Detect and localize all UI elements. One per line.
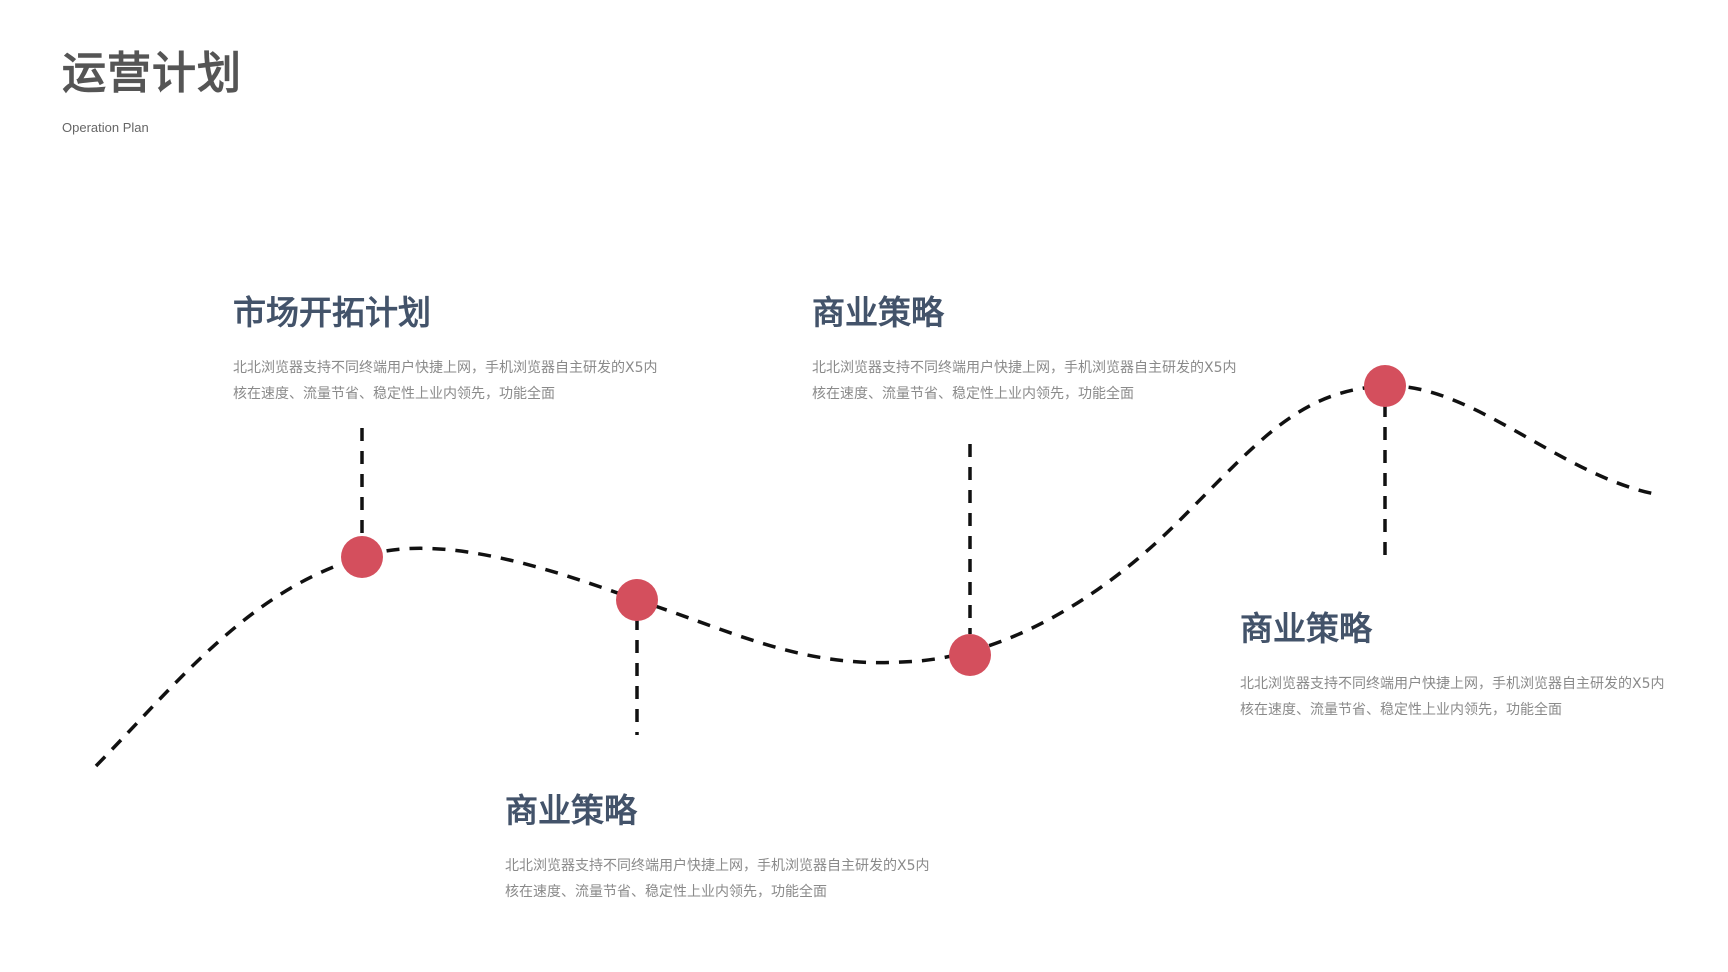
- milestone-desc-line: 核在速度、流量节省、稳定性上业内领先，功能全面: [505, 884, 827, 900]
- timeline-curve: [94, 384, 1656, 768]
- milestone-block-4: 商业策略 北北浏览器支持不同终端用户快捷上网，手机浏览器自主研发的X5内 核在速…: [1240, 612, 1665, 723]
- milestone-title: 商业策略: [505, 791, 637, 830]
- milestone-marker-2: [616, 579, 658, 621]
- milestone-marker-4: [1364, 365, 1406, 407]
- milestone-block-2: 商业策略 北北浏览器支持不同终端用户快捷上网，手机浏览器自主研发的X5内 核在速…: [505, 794, 930, 905]
- milestone-title: 市场开拓计划: [233, 293, 431, 332]
- milestone-title: 商业策略: [1240, 609, 1372, 648]
- milestone-desc-line: 北北浏览器支持不同终端用户快捷上网，手机浏览器自主研发的X5内: [233, 360, 658, 376]
- milestone-marker-3: [949, 634, 991, 676]
- milestone-desc-line: 核在速度、流量节省、稳定性上业内领先，功能全面: [812, 386, 1134, 402]
- milestone-desc-line: 北北浏览器支持不同终端用户快捷上网，手机浏览器自主研发的X5内: [812, 360, 1237, 376]
- milestone-desc-line: 核在速度、流量节省、稳定性上业内领先，功能全面: [233, 386, 555, 402]
- page-subtitle: Operation Plan: [62, 120, 149, 135]
- page-title: 运营计划: [62, 48, 242, 99]
- milestone-block-3: 商业策略 北北浏览器支持不同终端用户快捷上网，手机浏览器自主研发的X5内 核在速…: [812, 296, 1237, 407]
- milestone-desc-line: 核在速度、流量节省、稳定性上业内领先，功能全面: [1240, 702, 1562, 718]
- milestone-title: 商业策略: [812, 293, 944, 332]
- milestone-desc-line: 北北浏览器支持不同终端用户快捷上网，手机浏览器自主研发的X5内: [505, 858, 930, 874]
- milestone-desc-line: 北北浏览器支持不同终端用户快捷上网，手机浏览器自主研发的X5内: [1240, 676, 1665, 692]
- milestone-marker-1: [341, 536, 383, 578]
- milestone-block-1: 市场开拓计划 北北浏览器支持不同终端用户快捷上网，手机浏览器自主研发的X5内 核…: [233, 296, 658, 407]
